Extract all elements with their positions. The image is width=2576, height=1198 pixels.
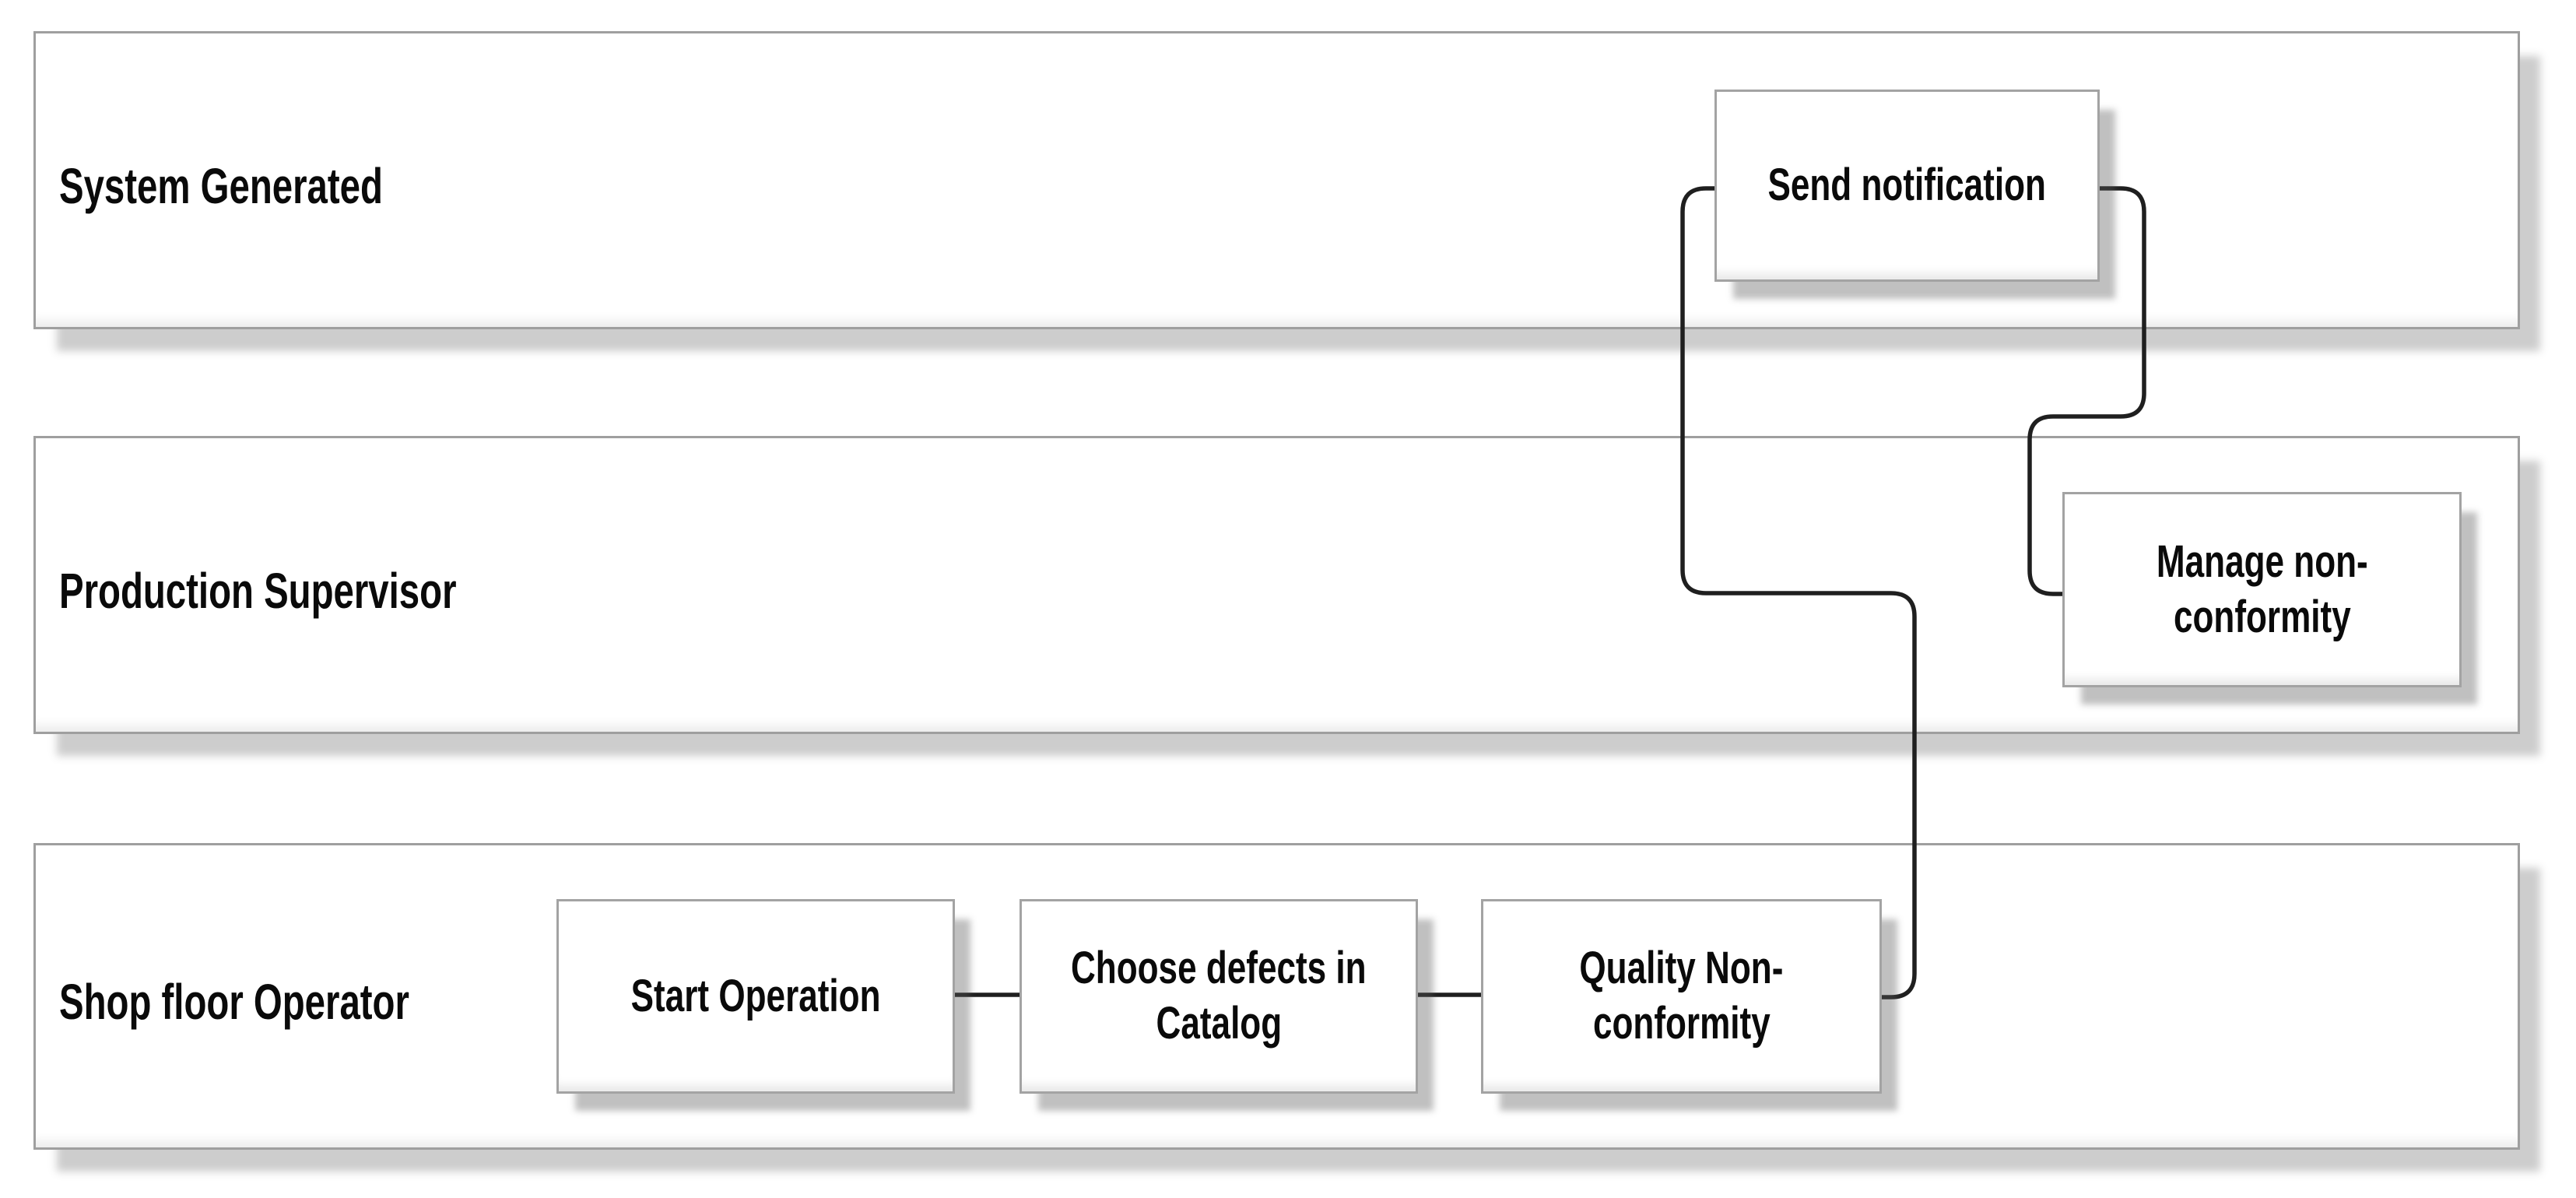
node-label: Send notification: [1767, 160, 2047, 211]
node-label: Manage non-: [2156, 536, 2368, 587]
swimlane-system-generated: System Generated: [33, 31, 2520, 329]
lane-label-system-generated: System Generated: [59, 157, 383, 214]
node-label: Start Operation: [630, 970, 881, 1021]
node-label: conformity: [1592, 998, 1771, 1049]
node-choose-defects-in-catalog: Choose defects in Catalog: [1020, 899, 1418, 1094]
lane-label-production-supervisor: Production Supervisor: [59, 562, 457, 619]
node-quality-non-conformity: Quality Non- conformity: [1481, 899, 1882, 1094]
node-label: Catalog: [1156, 998, 1282, 1049]
node-label: conformity: [2173, 591, 2351, 642]
node-manage-non-conformity: Manage non- conformity: [2062, 492, 2462, 687]
lane-label-shop-floor-operator: Shop floor Operator: [59, 974, 409, 1030]
node-start-operation: Start Operation: [556, 899, 955, 1094]
node-label: Choose defects in: [1071, 943, 1367, 994]
node-label: Quality Non-: [1579, 943, 1784, 994]
node-send-notification: Send notification: [1714, 90, 2100, 282]
